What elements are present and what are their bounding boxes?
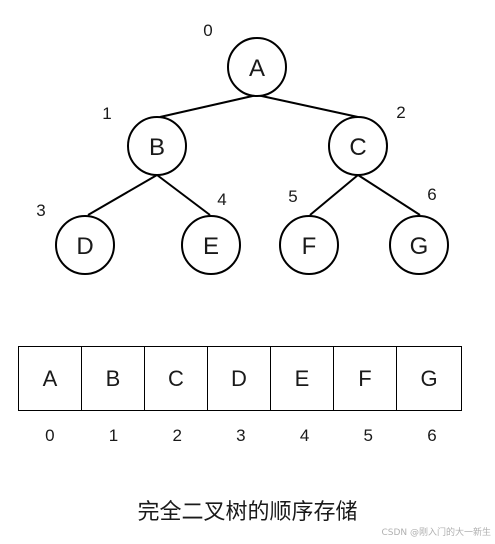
tree-node-f: F 5 <box>279 187 339 275</box>
edge-c-g <box>357 174 421 216</box>
array-cell: D <box>208 347 271 410</box>
node-index: 2 <box>396 103 405 122</box>
array-cell: A <box>19 347 82 410</box>
watermark: CSDN @刚入门的大一新生 <box>381 528 491 538</box>
node-index: 3 <box>36 201 45 220</box>
tree-node-g: G 6 <box>389 185 449 275</box>
tree-node-d: D 3 <box>36 201 115 275</box>
array-index: 1 <box>108 426 119 445</box>
array-index: 4 <box>299 426 310 445</box>
node-index: 1 <box>102 104 111 123</box>
node-letter: C <box>349 134 366 161</box>
node-letter: B <box>149 134 165 161</box>
edge-b-d <box>87 174 158 216</box>
node-letter: E <box>203 233 219 260</box>
tree-node-a: A 0 <box>203 21 287 97</box>
node-index: 0 <box>203 21 212 40</box>
array-index: 0 <box>45 426 55 445</box>
array-cell: G <box>420 365 438 391</box>
array-cell: C <box>145 347 208 410</box>
tree-node-e: E 4 <box>181 190 241 275</box>
array-cell: E <box>271 347 334 410</box>
array-index: 3 <box>236 426 246 445</box>
edge-a-c <box>256 94 359 118</box>
node-letter: G <box>410 233 429 260</box>
binary-tree-diagram: A 0 B 1 C 2 D 3 E 4 F 5 G 6 <box>36 21 449 275</box>
edge-c-f <box>309 174 359 216</box>
array-index: 6 <box>427 426 437 445</box>
tree-node-c: C 2 <box>328 103 406 176</box>
node-index: 4 <box>217 190 226 209</box>
edge-a-b <box>159 94 258 118</box>
array-cell: B <box>82 347 145 410</box>
diagram-caption: 完全二叉树的顺序存储 <box>137 500 358 525</box>
node-index: 6 <box>427 185 436 204</box>
node-letter: D <box>76 233 93 260</box>
array-index: 5 <box>363 426 374 445</box>
node-letter: F <box>302 233 317 260</box>
array-indices: 0 1 2 3 4 5 6 <box>18 426 464 446</box>
node-index: 5 <box>288 187 297 206</box>
tree-node-b: B 1 <box>102 104 187 176</box>
array-cell: F <box>334 347 397 410</box>
storage-array: A B C D E F G <box>18 346 462 411</box>
node-letter: A <box>249 55 265 82</box>
array-index: 2 <box>172 426 182 445</box>
edge-b-e <box>156 174 211 216</box>
